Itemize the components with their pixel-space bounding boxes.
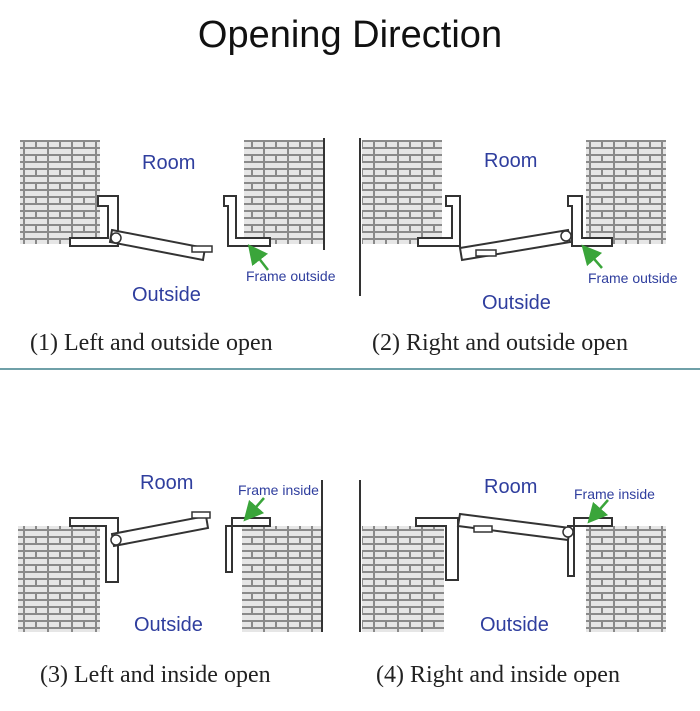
brick-wall-left: [20, 140, 100, 244]
frame-right: [567, 195, 613, 247]
door-leaf: [456, 512, 572, 542]
brick-wall-right: [244, 140, 324, 244]
outside-label: Outside: [134, 614, 203, 636]
room-label: Room: [484, 476, 538, 498]
brick-wall-left: [362, 140, 442, 244]
frame-right: [225, 517, 271, 573]
door-handle: [473, 525, 493, 533]
frame-label: Frame outside: [588, 270, 678, 286]
outside-label: Outside: [482, 292, 551, 314]
hinge: [562, 526, 574, 538]
hinge: [560, 230, 572, 242]
brick-wall-left: [18, 526, 100, 632]
frame-label: Frame inside: [238, 482, 319, 498]
divider: [0, 368, 700, 370]
arrow-icon: [247, 244, 269, 271]
page-title: Opening Direction: [197, 14, 503, 56]
diagram-left-outside: Room Outside Frame outside (1) Left and …: [0, 120, 350, 370]
frame-label: Frame outside: [246, 268, 336, 284]
frame-right: [223, 195, 271, 247]
frame-left: [415, 517, 459, 581]
room-label: Room: [140, 472, 194, 494]
arrow-icon: [581, 244, 603, 269]
door-handle: [475, 249, 497, 257]
diagram-right-outside: Room Outside Frame outside (2) Right and…: [350, 120, 700, 370]
brick-wall-left: [362, 526, 444, 632]
outside-label: Outside: [132, 284, 201, 306]
diagram-right-outside-drawing: [359, 138, 666, 296]
brick-wall-right: [586, 526, 666, 632]
hinge: [110, 534, 122, 546]
brick-wall-right: [586, 140, 666, 244]
door-leaf: [110, 514, 210, 548]
brick-wall-right: [242, 526, 322, 632]
hinge: [110, 232, 122, 244]
room-label: Room: [142, 152, 196, 174]
diagram-left-inside-drawing: [18, 480, 323, 632]
frame-right: [567, 517, 613, 577]
diagram-right-inside-drawing: [359, 480, 666, 632]
outside-label: Outside: [480, 614, 549, 636]
diagram-left-inside: Room Outside Frame inside (3) Left and i…: [0, 460, 350, 711]
arrow-icon: [243, 497, 265, 522]
frame-left: [417, 195, 461, 247]
door-handle: [191, 511, 211, 519]
diagram-right-inside: Room Outside Frame inside (4) Right and …: [350, 460, 700, 711]
diagram-left-outside-drawing: [20, 138, 325, 271]
door-handle: [191, 245, 213, 253]
caption-1: (1) Left and outside open: [30, 330, 273, 356]
caption-2: (2) Right and outside open: [372, 330, 628, 356]
caption-4: (4) Right and inside open: [376, 662, 620, 688]
frame-label: Frame inside: [574, 486, 655, 502]
caption-3: (3) Left and inside open: [40, 662, 271, 688]
door-leaf: [108, 228, 207, 262]
arrow-icon: [587, 499, 609, 524]
frame-left: [69, 517, 119, 583]
room-label: Room: [484, 150, 538, 172]
